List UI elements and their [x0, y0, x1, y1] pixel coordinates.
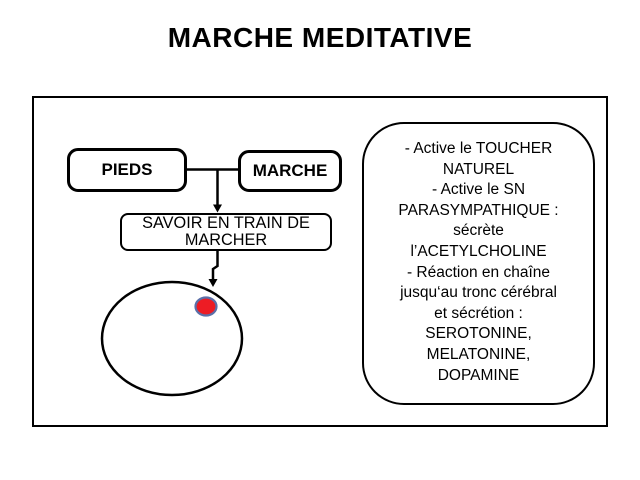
box-marche: MARCHE	[238, 150, 342, 192]
info-panel: - Active le TOUCHER NATUREL - Active le …	[362, 122, 595, 405]
box-pieds: PIEDS	[67, 148, 187, 192]
box-savoir-en-train-de-marcher: SAVOIR EN TRAIN DE MARCHER	[120, 213, 332, 251]
box-marche-label: MARCHE	[252, 161, 328, 180]
box-pieds-label: PIEDS	[101, 160, 153, 179]
slide-title: MARCHE MEDITATIVE	[167, 22, 473, 53]
info-panel-text: - Active le TOUCHER NATUREL - Active le …	[398, 140, 559, 384]
box-savoir-label: SAVOIR EN TRAIN DE MARCHER	[142, 214, 310, 249]
